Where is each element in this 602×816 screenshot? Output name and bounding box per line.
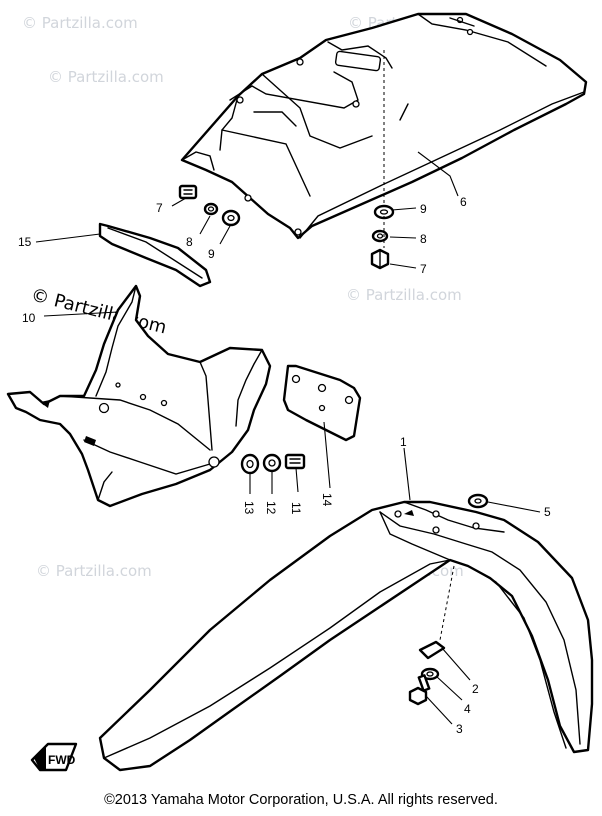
watermark: © Partzilla.com bbox=[48, 68, 164, 86]
callout-15: 15 bbox=[18, 235, 32, 249]
fwd-arrow-icon: FWD bbox=[30, 742, 78, 772]
callout-9: 9 bbox=[420, 202, 427, 216]
callout-9: 9 bbox=[208, 247, 215, 261]
watermark: © Partzilla.com bbox=[22, 14, 138, 32]
bolt-11[interactable] bbox=[284, 453, 306, 470]
callout-14: 14 bbox=[320, 493, 334, 507]
part-2[interactable] bbox=[418, 640, 446, 660]
callout-6: 6 bbox=[460, 195, 467, 209]
callout-12: 12 bbox=[264, 501, 278, 515]
fwd-label: FWD bbox=[48, 753, 76, 767]
callout-7: 7 bbox=[420, 262, 427, 276]
callout-11: 11 bbox=[289, 502, 303, 515]
callout-5: 5 bbox=[544, 505, 551, 519]
callout-8: 8 bbox=[186, 235, 193, 249]
washer-13[interactable] bbox=[240, 453, 260, 475]
watermark-bold: © Partzilla.com bbox=[29, 284, 169, 338]
washer-8-left[interactable] bbox=[203, 202, 219, 216]
bolt-7-right[interactable] bbox=[370, 248, 390, 270]
parts-diagram: © Partzilla.com © Partzilla.com © Partzi… bbox=[6, 12, 594, 772]
callout-10: 10 bbox=[22, 311, 36, 325]
callout-8: 8 bbox=[420, 232, 427, 246]
callout-13: 13 bbox=[242, 501, 256, 515]
watermark: © Partzilla.com bbox=[346, 286, 462, 304]
callout-numbers: 1 2 3 4 5 6 7 7 8 8 9 9 10 11 12 13 14 1… bbox=[18, 195, 551, 736]
rear-fender[interactable] bbox=[180, 12, 588, 240]
front-fender-1[interactable] bbox=[98, 500, 594, 772]
washer-8-right[interactable] bbox=[371, 229, 389, 243]
part-5[interactable] bbox=[467, 493, 489, 509]
plate-14[interactable] bbox=[282, 364, 362, 442]
watermark: © Partzilla.com bbox=[36, 562, 152, 580]
bolt-3[interactable] bbox=[408, 674, 431, 706]
callout-4: 4 bbox=[464, 702, 471, 716]
leader-lines bbox=[35, 151, 541, 725]
callout-7: 7 bbox=[156, 201, 163, 215]
callout-3: 3 bbox=[456, 722, 463, 736]
callout-1: 1 bbox=[400, 435, 407, 449]
foam-strip-15[interactable] bbox=[98, 222, 212, 288]
callout-2: 2 bbox=[472, 682, 479, 696]
washer-12[interactable] bbox=[262, 453, 282, 473]
inner-fender-10[interactable] bbox=[6, 284, 272, 508]
washer-9-left[interactable] bbox=[221, 209, 241, 227]
copyright-notice: ©2013 Yamaha Motor Corporation, U.S.A. A… bbox=[104, 792, 498, 808]
bolt-7-left[interactable] bbox=[178, 184, 198, 200]
